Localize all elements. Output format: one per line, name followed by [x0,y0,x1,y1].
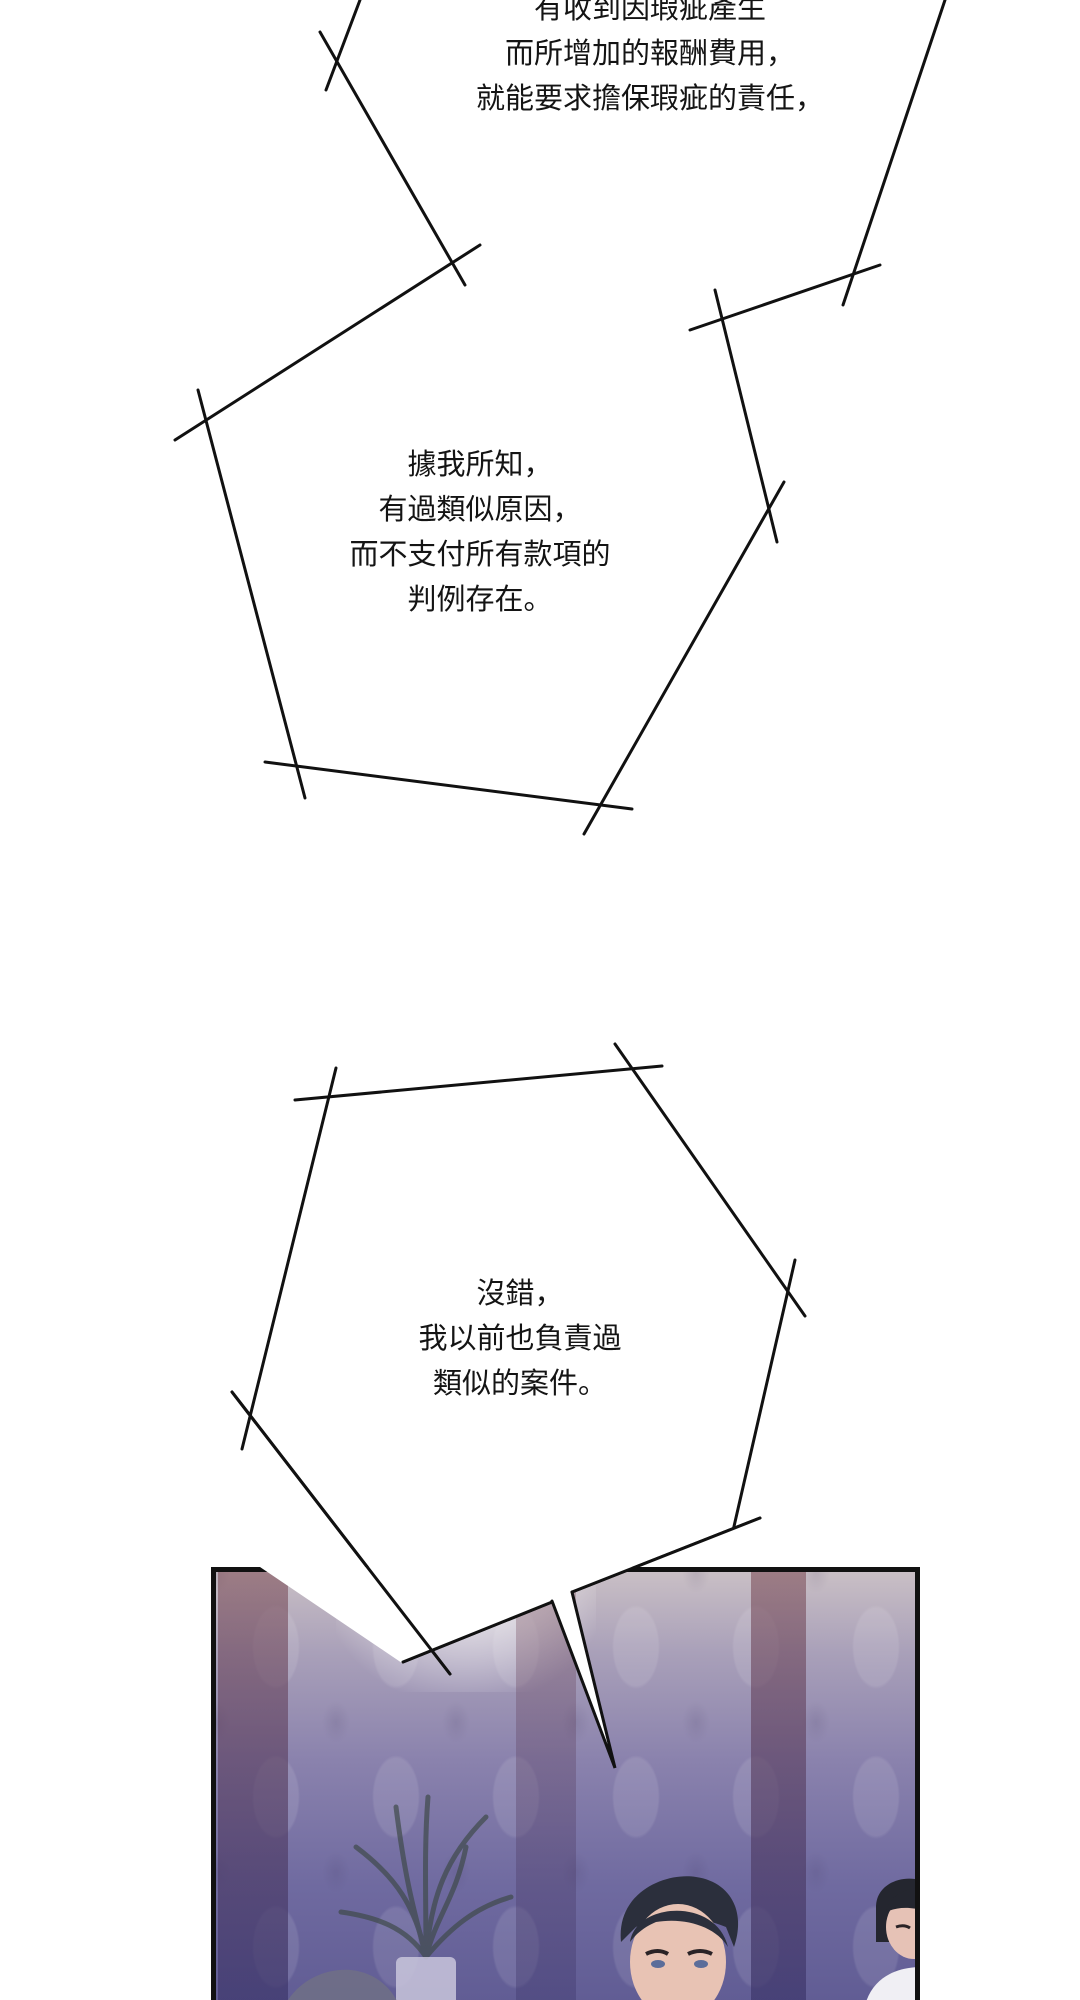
dialogue-line: 據我所知， [407,447,553,481]
wall-pillar [218,1572,288,2000]
person-silhouette-icon [288,1969,397,2000]
dialogue-line: 而不支付所有款項的 [349,537,611,571]
dialogue-line: 而所增加的報酬費用， [504,36,795,70]
dialogue-line: 就能要求擔保瑕疵的責任， [475,81,824,115]
dialogue-line: 有過類似原因， [378,492,582,526]
dialogue-line: 判例存在。 [407,582,553,616]
speech-bubble-1-text: 有收到因瑕疵產生 而所增加的報酬費用， 就能要求擔保瑕疵的責任， [400,0,900,121]
man-in-suit-icon [866,1878,915,2000]
speech-bubble-1-outline [173,0,947,442]
dialogue-line: 有收到因瑕疵產生 [533,0,766,25]
dialogue-line: 沒錯， [476,1276,564,1310]
dialogue-line: 我以前也負責過 [418,1321,622,1355]
speech-bubble-3-text: 沒錯， 我以前也負責過 類似的案件。 [340,1271,700,1406]
wall-pillar [751,1572,806,2000]
man-in-suit-icon [620,1876,739,2000]
wall-pillar [516,1572,576,2000]
speech-bubble-3-tail [260,1518,760,1768]
speech-bubble-2-text: 據我所知， 有過類似原因， 而不支付所有款項的 判例存在。 [280,442,680,622]
speech-bubble-2-outline [196,288,786,836]
dialogue-line: 類似的案件。 [432,1366,607,1400]
potted-plant-icon [338,1794,514,2000]
